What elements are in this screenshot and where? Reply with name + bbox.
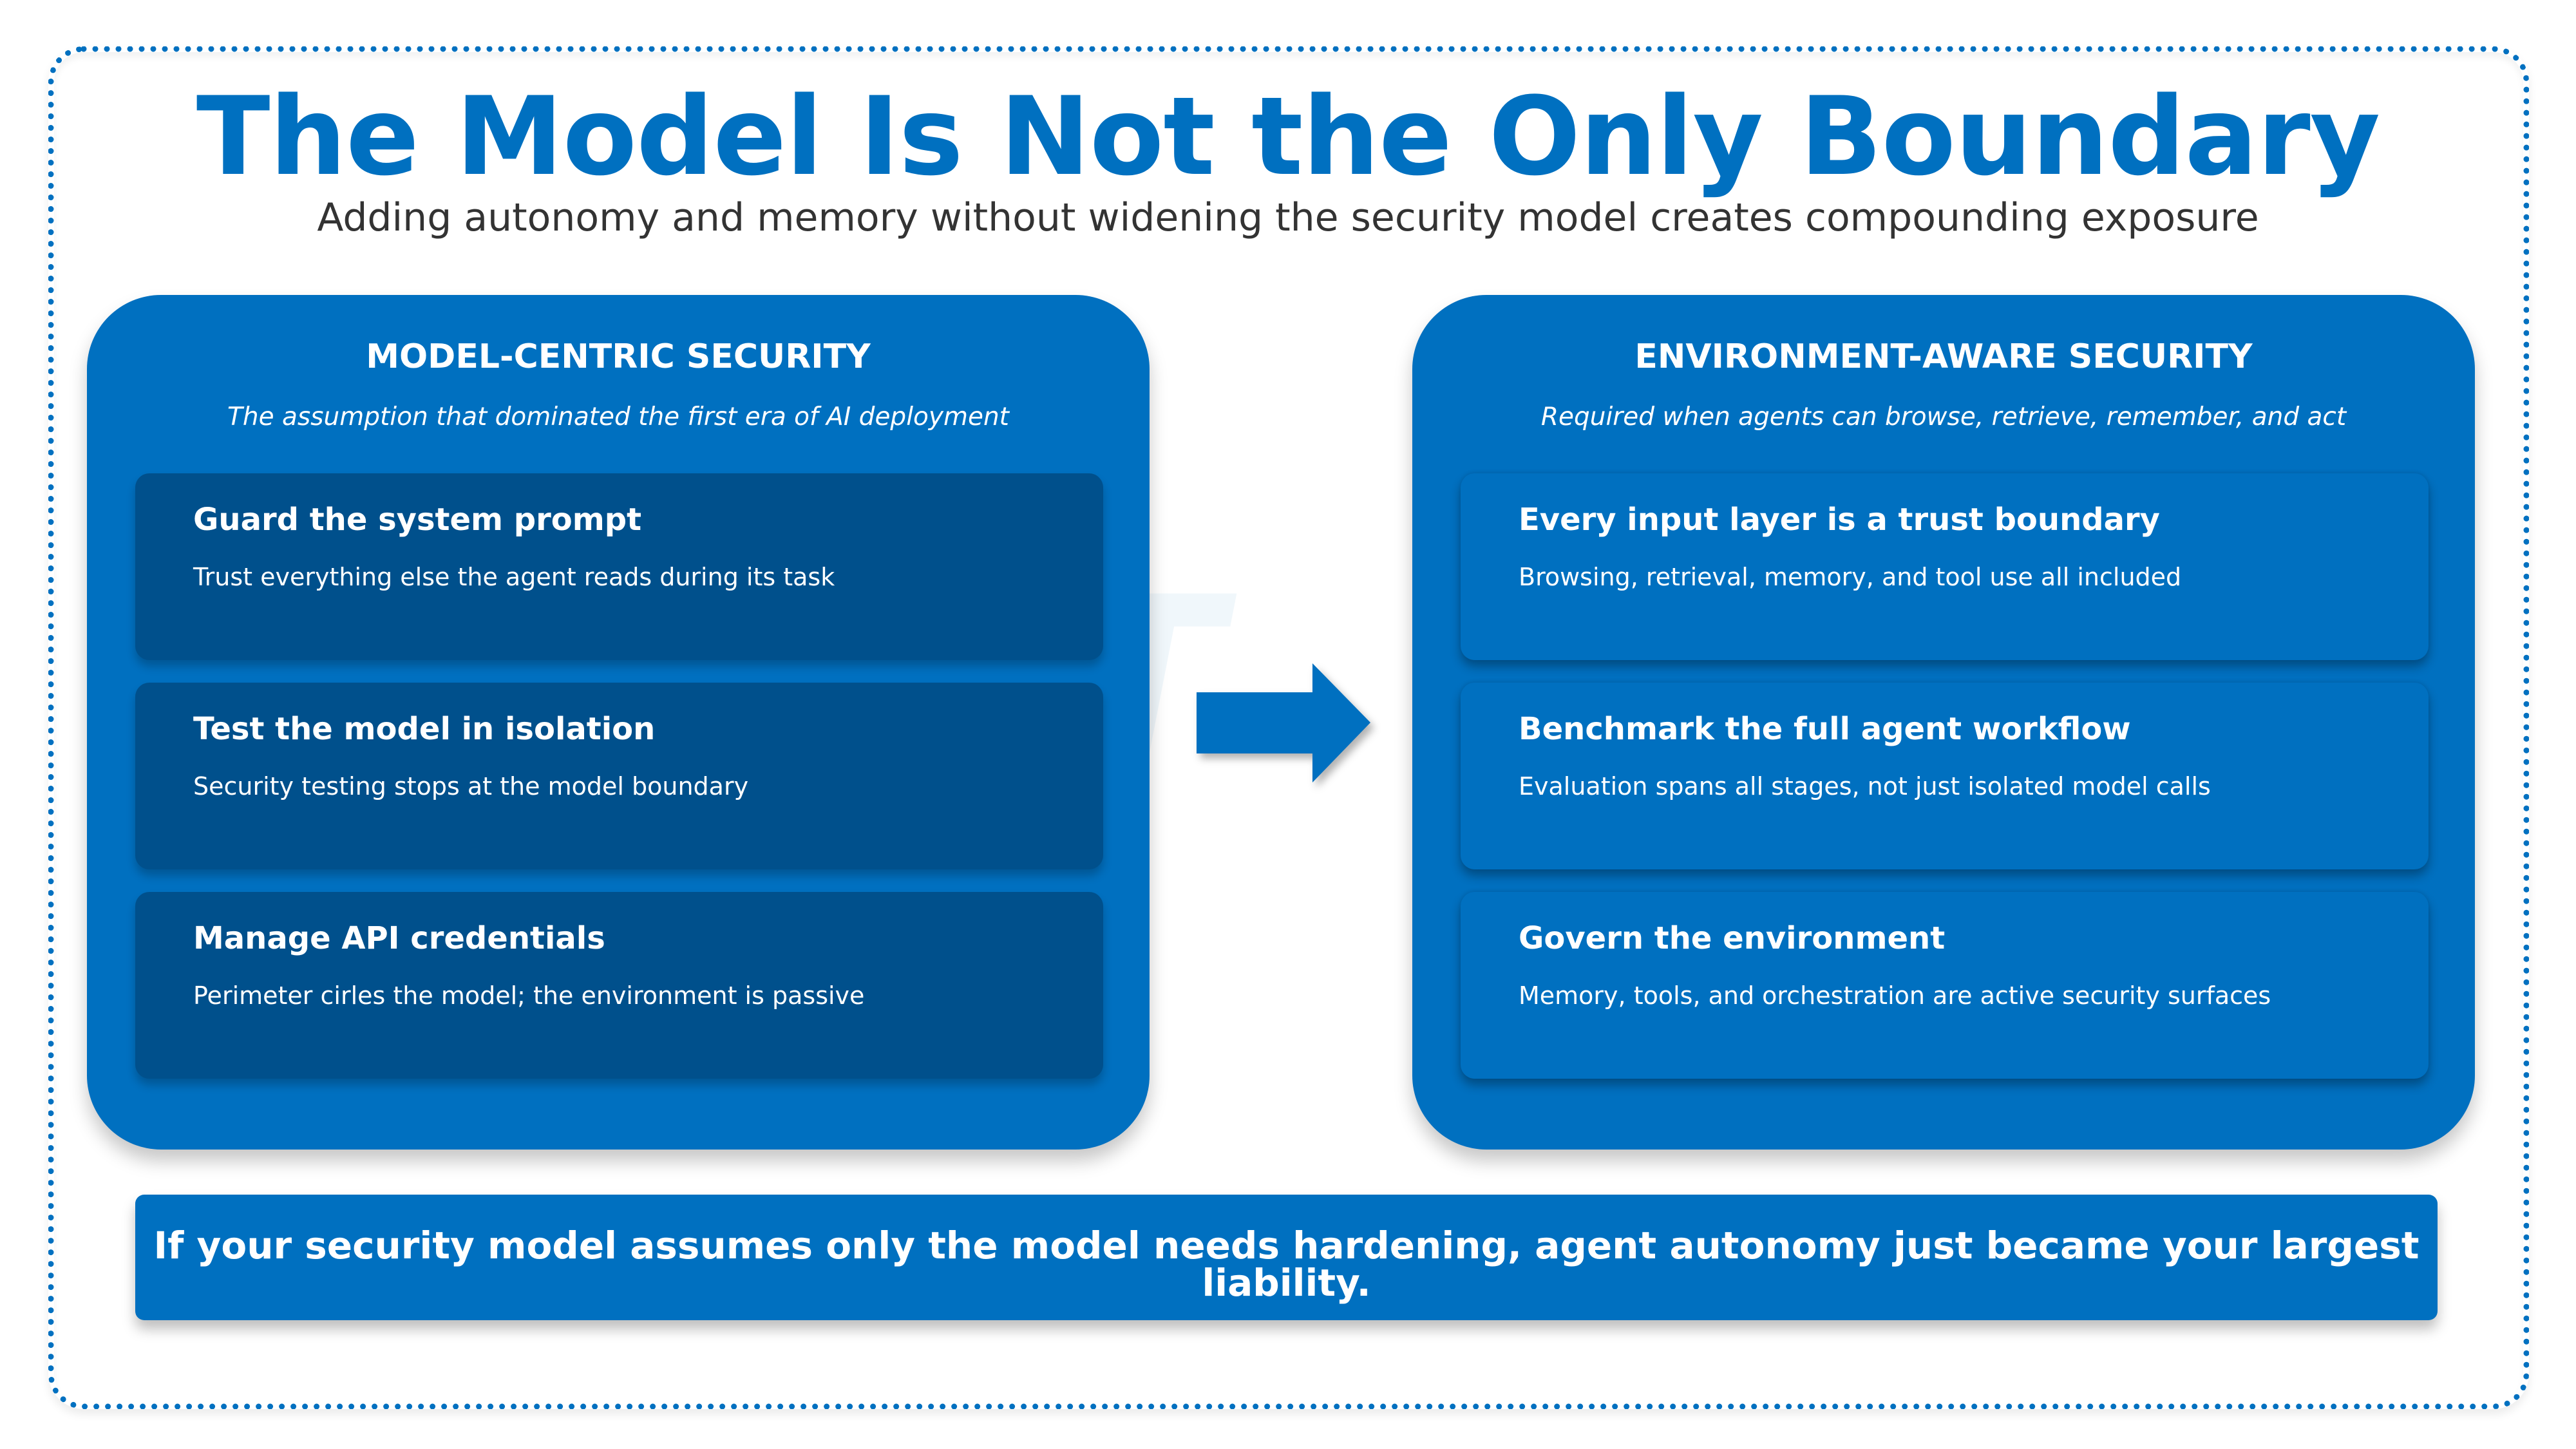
card-benchmark-workflow: Benchmark the full agent workflow Evalua… <box>1461 683 2429 869</box>
card-title: Govern the environment <box>1519 920 1946 956</box>
banner-text: If your security model assumes only the … <box>153 1224 2420 1305</box>
card-govern-environment: Govern the environment Memory, tools, an… <box>1461 892 2429 1079</box>
card-title: Benchmark the full agent workflow <box>1519 711 2131 747</box>
page-subtitle: Adding autonomy and memory without widen… <box>317 195 2259 240</box>
card-description: Memory, tools, and orchestration are act… <box>1519 981 2271 1010</box>
panel-subtitle: The assumption that dominated the first … <box>227 402 1009 431</box>
card-guard-system-prompt: Guard the system prompt Trust everything… <box>135 473 1103 660</box>
card-description: Security testing stops at the model boun… <box>193 772 749 800</box>
dotted-frame <box>48 46 2529 1409</box>
card-title: Manage API credentials <box>193 920 605 956</box>
card-manage-api-credentials: Manage API credentials Perimeter cirles … <box>135 892 1103 1079</box>
card-description: Browsing, retrieval, memory, and tool us… <box>1519 563 2182 591</box>
panel-subtitle: Required when agents can browse, retriev… <box>1540 402 2347 431</box>
card-description: Trust everything else the agent reads du… <box>193 563 835 591</box>
card-test-model-isolation: Test the model in isolation Security tes… <box>135 683 1103 869</box>
right-arrow-icon <box>1197 663 1370 782</box>
arrow-shape <box>1197 663 1370 782</box>
card-title: Guard the system prompt <box>193 502 642 538</box>
card-description: Evaluation spans all stages, not just is… <box>1519 772 2211 800</box>
card-input-trust-boundary: Every input layer is a trust boundary Br… <box>1461 473 2429 660</box>
panel-title: ENVIRONMENT-AWARE SECURITY <box>1634 337 2253 376</box>
page-title: The Model Is Not the Only Boundary <box>196 73 2380 200</box>
model-centric-panel: MODEL-CENTRIC SECURITY The assumption th… <box>87 295 1150 1150</box>
card-title: Every input layer is a trust boundary <box>1519 502 2160 538</box>
conclusion-banner: If your security model assumes only the … <box>135 1195 2438 1320</box>
card-description: Perimeter cirles the model; the environm… <box>193 981 865 1010</box>
panel-title: MODEL-CENTRIC SECURITY <box>366 337 871 376</box>
card-title: Test the model in isolation <box>193 711 656 747</box>
environment-aware-panel: ENVIRONMENT-AWARE SECURITY Required when… <box>1412 295 2475 1150</box>
